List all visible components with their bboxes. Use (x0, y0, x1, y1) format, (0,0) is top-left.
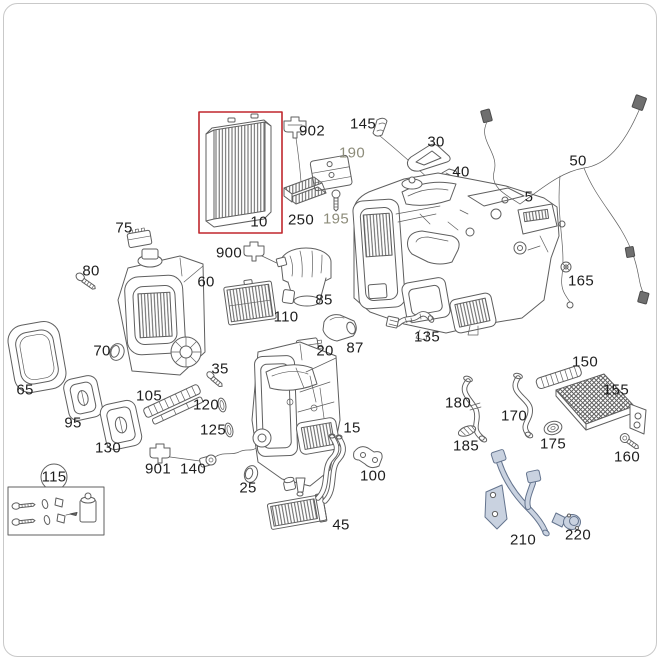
part-label-195: 195 (323, 210, 349, 228)
part-135-drain-hose (385, 311, 435, 329)
part-25-cap (243, 465, 259, 483)
part-250-blower-regulator (283, 176, 327, 205)
part-125-o-ring (224, 422, 234, 438)
part-105-mounting-rail (143, 384, 204, 425)
part-50-wiring-harness (480, 94, 650, 309)
part-5-hvac-housing-assembly (352, 172, 560, 341)
part-label-165: 165 (568, 272, 594, 290)
part-110-filter-element (223, 279, 277, 326)
part-label-110: 110 (273, 308, 299, 326)
part-label-145: 145 (350, 115, 376, 133)
part-175-grommet (543, 420, 563, 436)
part-75-relay-module (126, 227, 153, 248)
part-label-30: 30 (427, 133, 445, 151)
part-label-185: 185 (453, 437, 479, 455)
part-label-80: 80 (82, 262, 100, 280)
part-label-900: 900 (216, 244, 242, 262)
part-130-air-flap (99, 399, 143, 451)
part-60-blower-housing (117, 248, 206, 376)
part-label-150: 150 (572, 353, 598, 371)
part-label-902: 902 (299, 122, 325, 140)
part-140-temperature-sensor (199, 442, 273, 468)
part-label-210: 210 (510, 531, 536, 549)
part-label-250: 250 (288, 211, 314, 229)
part-label-10: 10 (250, 213, 268, 231)
part-30-air-duct-seal (406, 143, 451, 172)
part-label-155: 155 (603, 381, 629, 399)
part-label-25: 25 (239, 479, 257, 497)
part-label-140: 140 (180, 460, 206, 478)
part-label-35: 35 (211, 360, 229, 378)
part-100-bracket (353, 446, 383, 469)
part-label-100: 100 (360, 467, 386, 485)
part-label-160: 160 (614, 448, 640, 466)
part-label-75: 75 (115, 219, 133, 237)
part-label-60: 60 (197, 273, 215, 291)
part-185-clamp (457, 425, 477, 437)
part-label-15: 15 (343, 419, 361, 437)
part-70-cap (109, 343, 125, 361)
part-label-135: 135 (414, 328, 440, 346)
part-label-50: 50 (569, 152, 587, 170)
part-label-70: 70 (93, 342, 111, 360)
part-35-screw (206, 371, 223, 388)
part-label-175: 175 (540, 435, 566, 453)
part-220-pipe-fitting (551, 512, 581, 530)
part-210-refrigerant-pipe (484, 449, 550, 537)
part-label-45: 45 (332, 516, 350, 534)
part-65-housing-seal (7, 321, 67, 393)
part-45-heater-core (266, 433, 346, 530)
part-label-65: 65 (16, 381, 34, 399)
part-170-coolant-hose (512, 372, 534, 439)
part-115-mounting-kit (7, 463, 105, 536)
part-120-o-ring (217, 397, 227, 413)
page-border (3, 3, 657, 657)
part-195-screw (331, 189, 341, 212)
part-label-120: 120 (193, 396, 219, 414)
part-150-mounting-rail (535, 365, 582, 390)
part-label-125: 125 (200, 421, 226, 439)
part-label-901: 901 (145, 460, 171, 478)
part-label-130: 130 (95, 439, 121, 457)
part-87-air-duct (322, 314, 357, 342)
part-label-87: 87 (346, 339, 364, 357)
part-label-190: 190 (339, 144, 365, 162)
part-label-5: 5 (524, 188, 534, 206)
part-label-40: 40 (452, 163, 470, 181)
part-label-20: 20 (316, 342, 334, 360)
part-902-clip (283, 116, 307, 183)
part-80-screw (75, 272, 96, 290)
part-label-85: 85 (315, 291, 333, 309)
part-901-clip (149, 443, 201, 464)
part-15-ac-unit-center-section (251, 341, 341, 497)
part-85-blower-motor (275, 247, 332, 307)
part-155-evaporator (555, 373, 647, 435)
part-label-170: 170 (501, 407, 527, 425)
part-label-220: 220 (565, 526, 591, 544)
part-160-bolt (619, 433, 639, 450)
part-165-grommet-screw (560, 261, 572, 273)
part-label-105: 105 (136, 387, 162, 405)
part-label-115: 115 (41, 468, 67, 486)
part-180-coolant-hose (461, 375, 488, 443)
highlight-box (198, 111, 283, 234)
part-10-cabin-air-filter (198, 111, 283, 234)
part-label-180: 180 (445, 394, 471, 412)
part-label-95: 95 (64, 414, 82, 432)
part-95-air-flap (63, 375, 103, 421)
